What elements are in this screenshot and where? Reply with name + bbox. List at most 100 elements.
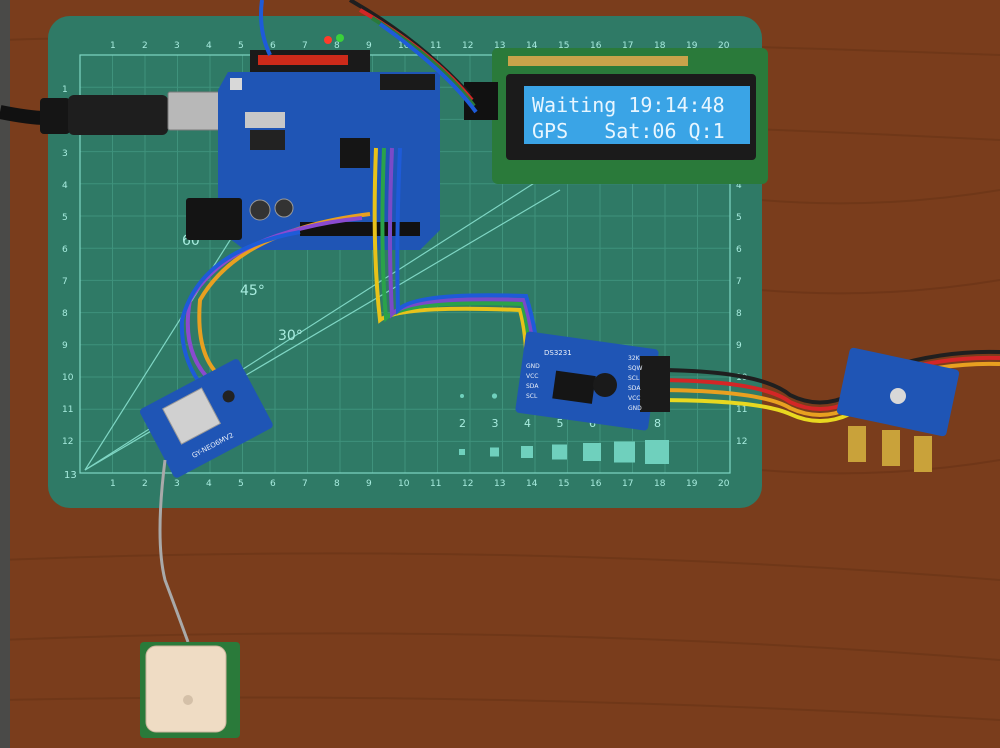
corner-mark: 13 [64,470,77,481]
ruler-label: 19 [686,479,698,489]
ruler-label: 12 [736,437,747,447]
size-square [552,444,567,460]
wires [179,0,1000,423]
lcd-screen [524,86,750,144]
pin-label: SCL [526,393,538,400]
ruler-label: 14 [526,41,538,51]
ruler-label: 12 [62,437,73,447]
ruler-label: 18 [654,479,666,489]
lcd-module: Waiting 19:14:48 GPS Sat:06 Q:1 [464,48,768,184]
ruler-label: 7 [302,41,308,51]
ruler-label: 7 [62,277,68,287]
ruler-label: 7 [736,277,742,287]
ruler-label: 10 [62,373,74,383]
usb-cable [0,91,225,135]
size-square [645,440,669,464]
ruler-label: 5 [736,213,742,223]
pin-label: VCC [628,395,640,402]
mat-border-line [79,54,731,474]
lcd-line-2: GPS Sat:06 Q:1 [532,119,725,143]
ruler-label: 17 [622,479,633,489]
ruler-label: 8 [334,479,340,489]
gps-antenna-cable [158,459,190,643]
ruler-label: 6 [62,245,68,255]
pin-label: SDA [526,383,539,390]
square-size-label: 5 [557,417,564,430]
ruler-label: 5 [238,479,244,489]
angle-label-30: 30° [278,328,303,344]
gps-antenna [140,642,240,738]
ruler-label: 3 [62,149,68,159]
ruler-label: 18 [654,41,666,51]
ruler-label: 9 [62,341,68,351]
ruler-label: 13 [494,41,505,51]
square-size-label: 2 [459,417,466,430]
ruler-label: 15 [558,41,569,51]
ruler-label: 1 [62,85,68,95]
ruler-label: 2 [142,41,148,51]
ruler-label: 16 [590,479,602,489]
ruler-label: 5 [238,41,244,51]
ruler-label: 7 [302,479,308,489]
pin-label: SQW [628,365,643,372]
table-edge [0,0,10,748]
size-square [459,449,465,455]
pin-label: SCL [628,375,640,382]
ruler-label: 20 [718,479,730,489]
square-size-label: 6 [589,417,596,430]
ruler-label: 10 [398,479,410,489]
ruler-label: 4 [206,41,212,51]
size-dot [460,394,464,398]
ruler-label: 13 [494,479,505,489]
ruler-label: 19 [686,41,698,51]
size-square [490,447,499,457]
ruler-label: 12 [462,41,473,51]
gps-module: GY-NEO6MV2 [140,359,273,478]
size-square [521,446,533,458]
ruler-label: 9 [366,479,372,489]
ruler-label: 10 [398,41,410,51]
square-size-label: 4 [524,417,531,430]
ruler-label: 9 [736,341,742,351]
ruler-label: 5 [62,213,68,223]
ruler-label: 12 [462,479,473,489]
size-square [614,441,635,463]
size-dot [491,393,498,399]
ruler-label: 3 [174,479,180,489]
ruler-label: 6 [270,41,276,51]
ruler-label: 8 [736,309,742,319]
ruler-label: 1 [110,479,116,489]
rtc-chip-label: DS3231 [544,349,572,357]
pin-label: 32K [628,355,641,362]
lcd-line-1: Waiting 19:14:48 [532,93,725,117]
pin-label: VCC [526,373,538,380]
ruler-label: 3 [174,41,180,51]
size-square [583,443,601,461]
ruler-label: 6 [736,245,742,255]
ruler-label: 15 [558,479,569,489]
ruler-label: 4 [206,479,212,489]
square-size-label: 8 [654,417,661,430]
ruler-label: 8 [62,309,68,319]
pin-label: SDA [628,385,641,392]
ruler-label: 11 [62,405,73,415]
ruler-label: 20 [718,41,730,51]
ruler-label: 9 [366,41,372,51]
ruler-label: 1 [110,41,116,51]
sma-clock-module [836,347,960,472]
ruler-label: 4 [736,181,742,191]
ruler-label: 16 [590,41,602,51]
ruler-label: 17 [622,41,633,51]
ruler-label: 11 [736,405,747,415]
ruler-label: 11 [430,41,441,51]
square-size-label: 3 [492,417,499,430]
ruler-label: 6 [270,479,276,489]
ruler-label: 14 [526,479,538,489]
